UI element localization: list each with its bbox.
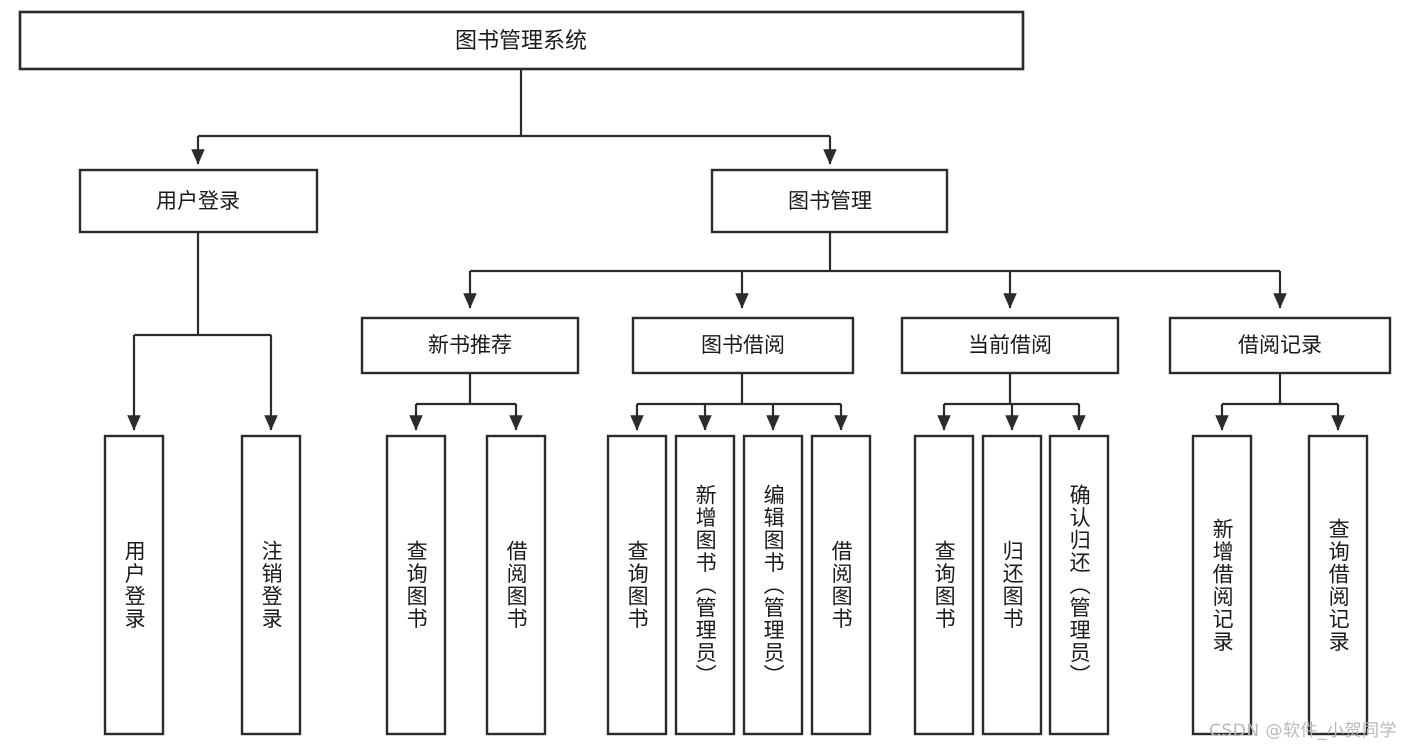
leaf-box-borrow-record-1[interactable] (1307, 434, 1369, 736)
node-root-label: 图书管理系统 (455, 29, 587, 54)
node-user-login[interactable]: 用户登录 (78, 168, 319, 234)
leaf-box-borrow-record-0[interactable] (1191, 434, 1253, 736)
leaf-box-new-book-0[interactable] (385, 434, 447, 736)
connector-new-book-to-leaves (409, 373, 523, 431)
node-borrow-record-label: 借阅记录 (1238, 333, 1322, 357)
leaf-box-user-login-1[interactable] (240, 434, 302, 736)
leaf-box-current-borrow-0[interactable] (913, 434, 975, 736)
node-current-borrow[interactable]: 当前借阅 (900, 316, 1120, 375)
leaf-box-book-borrow-1[interactable] (674, 434, 736, 736)
leaf-box-current-borrow-1[interactable] (981, 434, 1043, 736)
connector-book-manage-to-level3 (463, 232, 1287, 309)
node-book-manage-label: 图书管理 (788, 189, 872, 213)
node-root-library-system[interactable]: 图书管理系统 (18, 10, 1025, 71)
node-new-book-recommend-label: 新书推荐 (428, 333, 512, 357)
connector-root-to-level2 (191, 69, 837, 165)
connector-user-login-to-leaves (127, 232, 278, 431)
leaf-box-book-borrow-0[interactable] (606, 434, 668, 736)
leaf-box-user-login-0[interactable] (103, 434, 165, 736)
connector-current-borrow-to-leaves (937, 373, 1086, 431)
watermark-text: CSDN @软件_小贺同学 (1209, 721, 1397, 741)
leaf-box-book-borrow-3[interactable] (810, 434, 872, 736)
node-new-book-recommend[interactable]: 新书推荐 (360, 316, 580, 375)
leaf-box-new-book-1[interactable] (485, 434, 547, 736)
node-book-manage[interactable]: 图书管理 (710, 168, 949, 234)
node-user-login-label: 用户登录 (156, 189, 240, 213)
node-book-borrow[interactable]: 图书借阅 (631, 316, 855, 375)
node-borrow-record[interactable]: 借阅记录 (1168, 316, 1392, 375)
node-book-borrow-label: 图书借阅 (701, 333, 785, 357)
connector-borrow-record-to-leaves (1215, 373, 1345, 431)
leaf-box-book-borrow-2[interactable] (742, 434, 804, 736)
leaf-box-current-borrow-2[interactable] (1048, 434, 1110, 736)
node-current-borrow-label: 当前借阅 (968, 333, 1052, 357)
connector-book-borrow-to-leaves (630, 373, 848, 431)
